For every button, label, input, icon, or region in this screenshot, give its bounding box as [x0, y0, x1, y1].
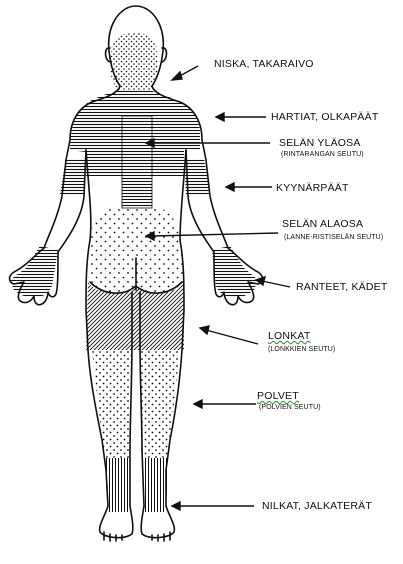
label-ankles: NILKAT, JALKATERÄT [262, 500, 372, 512]
label-upper-back: SELÄN YLÄOSA [279, 137, 361, 149]
label-lower-back: SELÄN ALAOSA [282, 218, 363, 230]
label-wrists: RANTEET, KÄDET [296, 281, 387, 293]
arrow-elbows [226, 183, 272, 191]
label-neck: NISKA, TAKARAIVO [214, 58, 314, 70]
arrow-knees [194, 400, 256, 408]
arrow-shoulders [216, 113, 266, 121]
region-hips-shading [86, 282, 184, 350]
label-knees: POLVET [257, 390, 299, 402]
label-shoulders: HARTIAT, OLKAPÄÄT [271, 111, 378, 123]
arrow-wrists [256, 277, 290, 287]
sublabel-knees: (POLVIEN SEUTU) [259, 404, 321, 412]
region-knees-shading [92, 350, 180, 458]
sublabel-lower-back: (LANNE-RISTISELÄN SEUTU) [284, 234, 383, 242]
arrow-ankles [172, 502, 254, 510]
arrow-hips [200, 326, 258, 344]
label-elbows: KYYNÄRPÄÄT [276, 182, 349, 194]
region-neck-shading [110, 33, 158, 92]
arrow-neck [172, 66, 198, 80]
sublabel-upper-back: (RINTARANGAN SEUTU) [281, 151, 364, 159]
region-ankles-shading [104, 458, 168, 512]
sublabel-hips: (LONKKIEN SEUTU) [268, 346, 335, 354]
label-hips: LONKAT [268, 330, 310, 342]
